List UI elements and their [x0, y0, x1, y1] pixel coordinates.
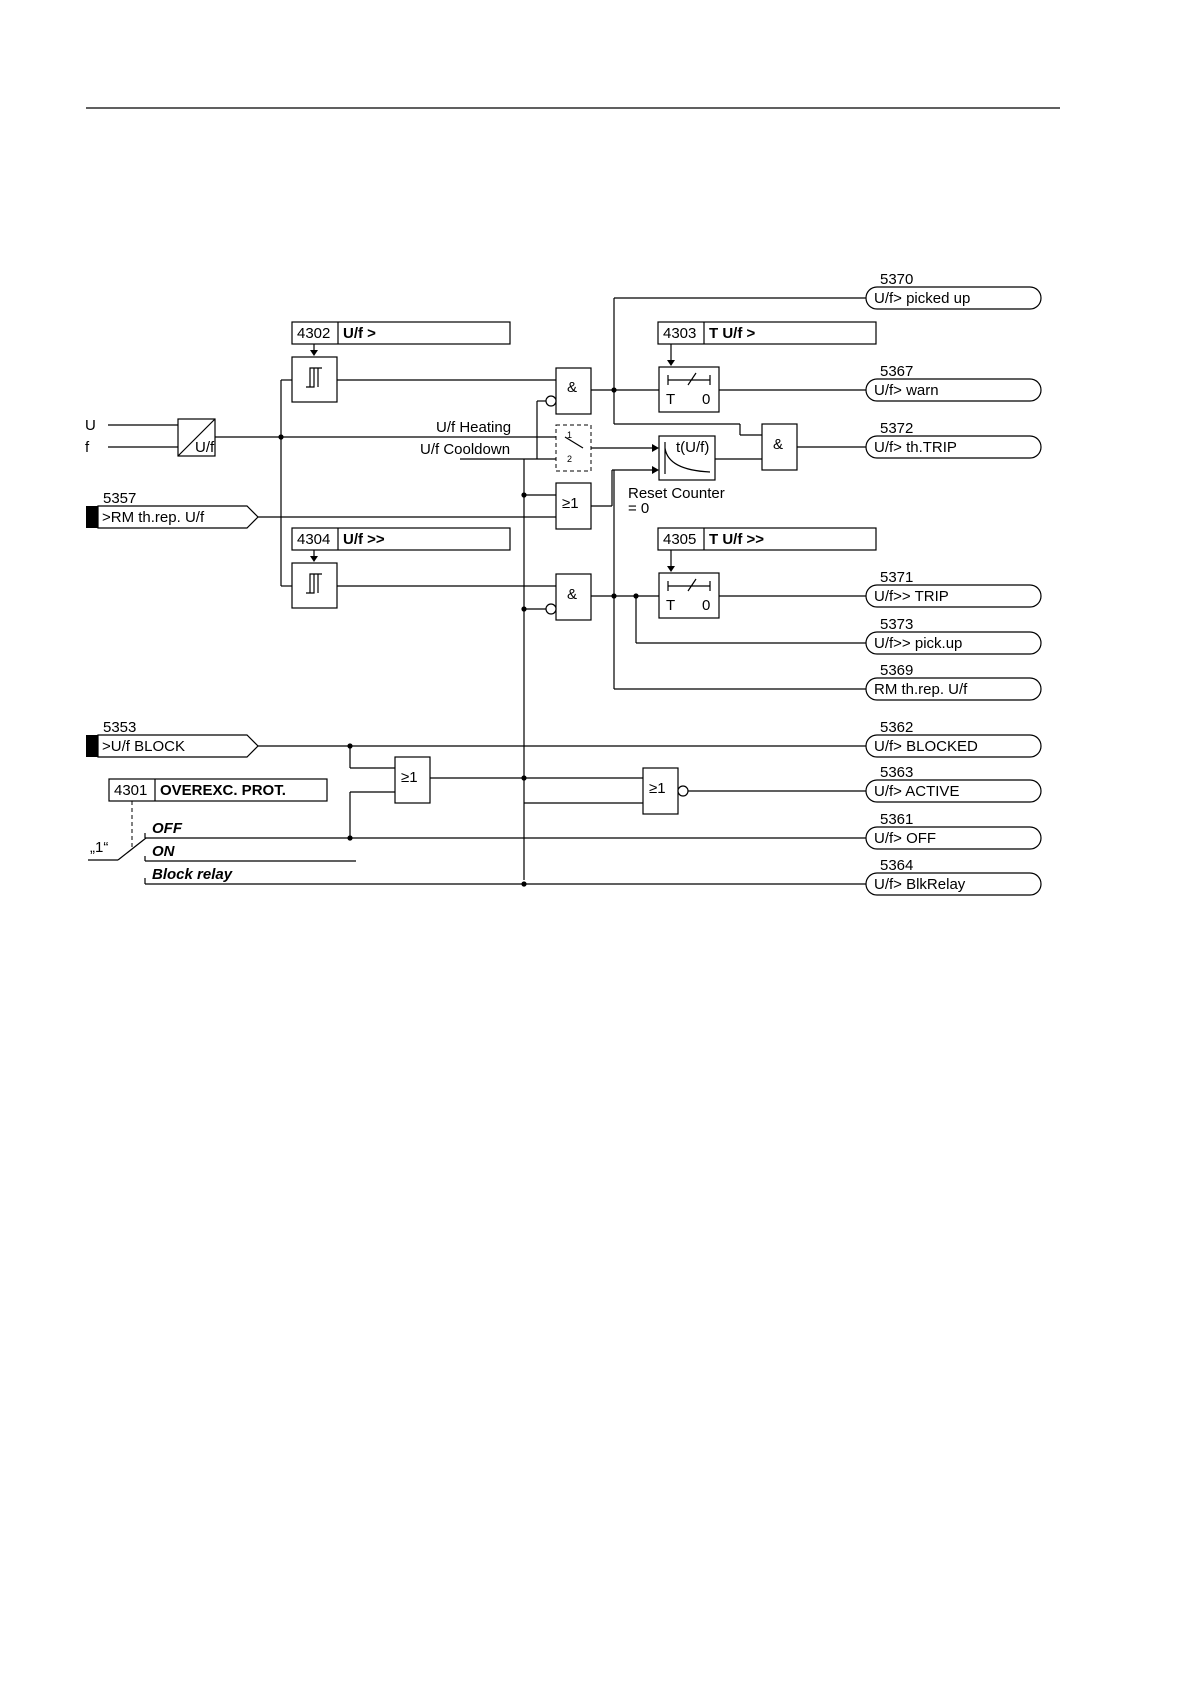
param-4305-number: 4305 — [663, 531, 696, 548]
output-5364: 5364 U/f> BlkRelay — [865, 857, 1042, 896]
output-5373: 5373 U/f>> pick.up — [865, 616, 1042, 655]
output-5363-label: U/f> ACTIVE — [874, 783, 959, 800]
output-5362-number: 5362 — [880, 719, 913, 736]
input-block-number: 5353 — [103, 719, 136, 736]
param-4302[interactable]: 4302 U/f > — [291, 321, 511, 345]
output-5362: 5362 U/f> BLOCKED — [865, 719, 1042, 758]
timer-1-zero: 0 — [702, 391, 710, 408]
param-4303-number: 4303 — [663, 325, 696, 342]
param-4301-number: 4301 — [114, 782, 147, 799]
threshold-stage-1 — [291, 356, 338, 403]
output-5369: 5369 RM th.rep. U/f — [865, 662, 1042, 701]
input-rm-number: 5357 — [103, 490, 136, 507]
output-5371-number: 5371 — [880, 569, 913, 586]
and-gate-thermal-trip: & — [761, 423, 798, 471]
output-5369-label: RM th.rep. U/f — [874, 681, 968, 698]
mode-switch[interactable]: „1“ OFF ON Block relay — [88, 801, 866, 885]
param-4301-name: OVEREXC. PROT. — [160, 782, 286, 799]
param-4301[interactable]: 4301 OVEREXC. PROT. — [108, 778, 328, 802]
uf-converter-label: U/f — [195, 439, 215, 456]
output-5363: 5363 U/f> ACTIVE — [865, 764, 1042, 803]
heating-cooldown-switch: 1 2 — [555, 424, 592, 472]
output-5372: 5372 U/f> th.TRIP — [865, 420, 1042, 459]
timer-1-t: T — [666, 391, 675, 408]
and-gate-2-symbol: & — [567, 586, 577, 603]
thermal-image-block: t(U/f) — [658, 435, 716, 481]
output-5371-label: U/f>> TRIP — [874, 588, 949, 605]
output-5371: 5371 U/f>> TRIP — [865, 569, 1042, 608]
output-5364-label: U/f> BlkRelay — [874, 876, 966, 893]
output-5369-number: 5369 — [880, 662, 913, 679]
output-5363-number: 5363 — [880, 764, 913, 781]
and-gate-1: & — [545, 367, 592, 415]
threshold-stage-2 — [291, 562, 338, 609]
input-rm-threp: 5357 >RM th.rep. U/f — [86, 490, 259, 529]
or-gate-block: ≥1 — [394, 756, 431, 804]
output-5361-label: U/f> OFF — [874, 830, 936, 847]
or-gate-reset: ≥1 — [555, 482, 592, 530]
switch-pos-1: 1 — [567, 430, 572, 440]
or-gate-block-symbol: ≥1 — [401, 769, 418, 786]
thermal-label: t(U/f) — [676, 439, 709, 456]
output-5364-number: 5364 — [880, 857, 913, 874]
nor-gate-active-symbol: ≥1 — [649, 780, 666, 797]
output-5362-label: U/f> BLOCKED — [874, 738, 978, 755]
output-5367-label: U/f> warn — [874, 382, 939, 399]
param-4304[interactable]: 4304 U/f >> — [291, 527, 511, 551]
output-5367-number: 5367 — [880, 363, 913, 380]
switch-on-label: ON — [152, 843, 176, 860]
param-4304-number: 4304 — [297, 531, 330, 548]
switch-off-label: OFF — [152, 820, 183, 837]
output-5372-number: 5372 — [880, 420, 913, 437]
output-5361: 5361 U/f> OFF — [865, 811, 1042, 850]
param-4302-number: 4302 — [297, 325, 330, 342]
cooldown-label: U/f Cooldown — [420, 441, 510, 458]
switch-pos-2: 2 — [567, 454, 572, 464]
param-4303-name: T U/f > — [709, 325, 755, 342]
output-5370: 5370 U/f> picked up — [865, 271, 1042, 310]
switch-one-label: „1“ — [90, 839, 108, 856]
input-block-label: >U/f BLOCK — [102, 738, 185, 755]
reset-counter-label: Reset Counter — [628, 485, 725, 502]
timer-2-t: T — [666, 597, 675, 614]
timer-t-uf-ff: T 0 — [658, 572, 720, 619]
input-rm-label: >RM th.rep. U/f — [102, 509, 205, 526]
timer-t-uf: T 0 — [658, 366, 720, 413]
input-u-label: U — [85, 417, 96, 434]
param-4305-name: T U/f >> — [709, 531, 764, 548]
or-gate-reset-symbol: ≥1 — [562, 495, 579, 512]
param-4303[interactable]: 4303 T U/f > — [657, 321, 877, 345]
param-4305[interactable]: 4305 T U/f >> — [657, 527, 877, 551]
input-f-label: f — [85, 439, 90, 456]
and-gate-2: & — [545, 573, 592, 621]
output-5361-number: 5361 — [880, 811, 913, 828]
output-5367: 5367 U/f> warn — [865, 363, 1042, 402]
and-gate-1-symbol: & — [567, 379, 577, 396]
switch-block-relay-label: Block relay — [152, 866, 233, 883]
output-5373-number: 5373 — [880, 616, 913, 633]
input-block: 5353 >U/f BLOCK — [86, 719, 259, 758]
uf-converter-block: U/f — [177, 418, 216, 457]
output-5372-label: U/f> th.TRIP — [874, 439, 957, 456]
heating-label: U/f Heating — [436, 419, 511, 436]
output-5370-label: U/f> picked up — [874, 290, 970, 307]
and-gate-3-symbol: & — [773, 436, 783, 453]
output-5370-number: 5370 — [880, 271, 913, 288]
param-4304-name: U/f >> — [343, 531, 385, 548]
nor-gate-active: ≥1 — [642, 767, 689, 815]
timer-2-zero: 0 — [702, 597, 710, 614]
reset-counter-value: = 0 — [628, 500, 649, 517]
output-5373-label: U/f>> pick.up — [874, 635, 962, 652]
param-4302-name: U/f > — [343, 325, 376, 342]
